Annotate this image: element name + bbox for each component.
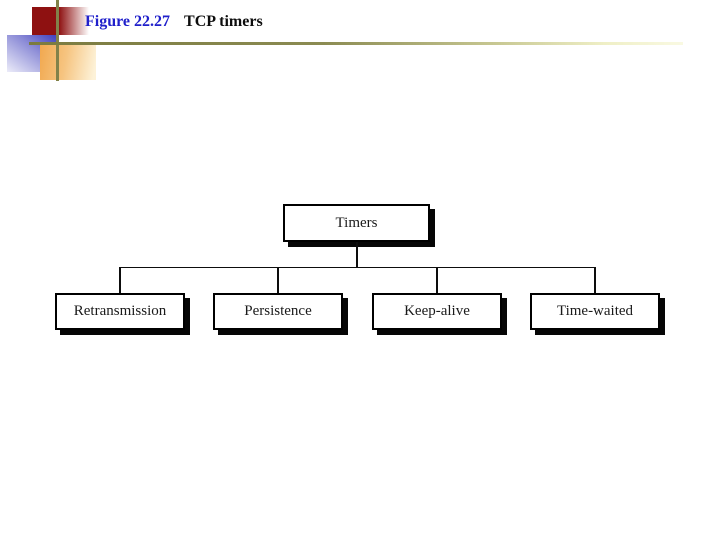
tree-node-timers-label: Timers [335,214,378,231]
decoration-vertical-line [56,0,59,81]
slide-corner-decoration [0,0,120,100]
tree-node-persistence: Persistence [213,293,343,330]
tree-node-time-waited-label: Time-waited [556,303,634,319]
connector-drop-persistence [277,267,279,293]
tree-node-retransmission: Retransmission [55,293,185,330]
title-underline-rule [29,42,683,45]
decoration-orange-square [40,45,96,80]
tree-node-time-waited: Time-waited [530,293,660,330]
connector-drop-retransmission [119,267,121,293]
figure-title-text: TCP timers [184,13,263,30]
connector-root-stem [356,242,358,267]
connector-drop-keep-alive [436,267,438,293]
tree-node-keep-alive-label: Keep-alive [404,303,470,319]
tree-node-retransmission-label: Retransmission [73,303,167,319]
tree-node-persistence-label: Persistence [244,303,312,319]
decoration-maroon-square [32,7,92,35]
connector-horizontal-rail [119,266,597,269]
tree-node-timers: Timers [283,204,430,242]
connector-drop-time-waited [594,267,596,293]
figure-number-label: Figure 22.27 [85,13,171,30]
slide-header: Figure 22.27 TCP timers [85,12,263,31]
tree-node-keep-alive: Keep-alive [372,293,502,330]
